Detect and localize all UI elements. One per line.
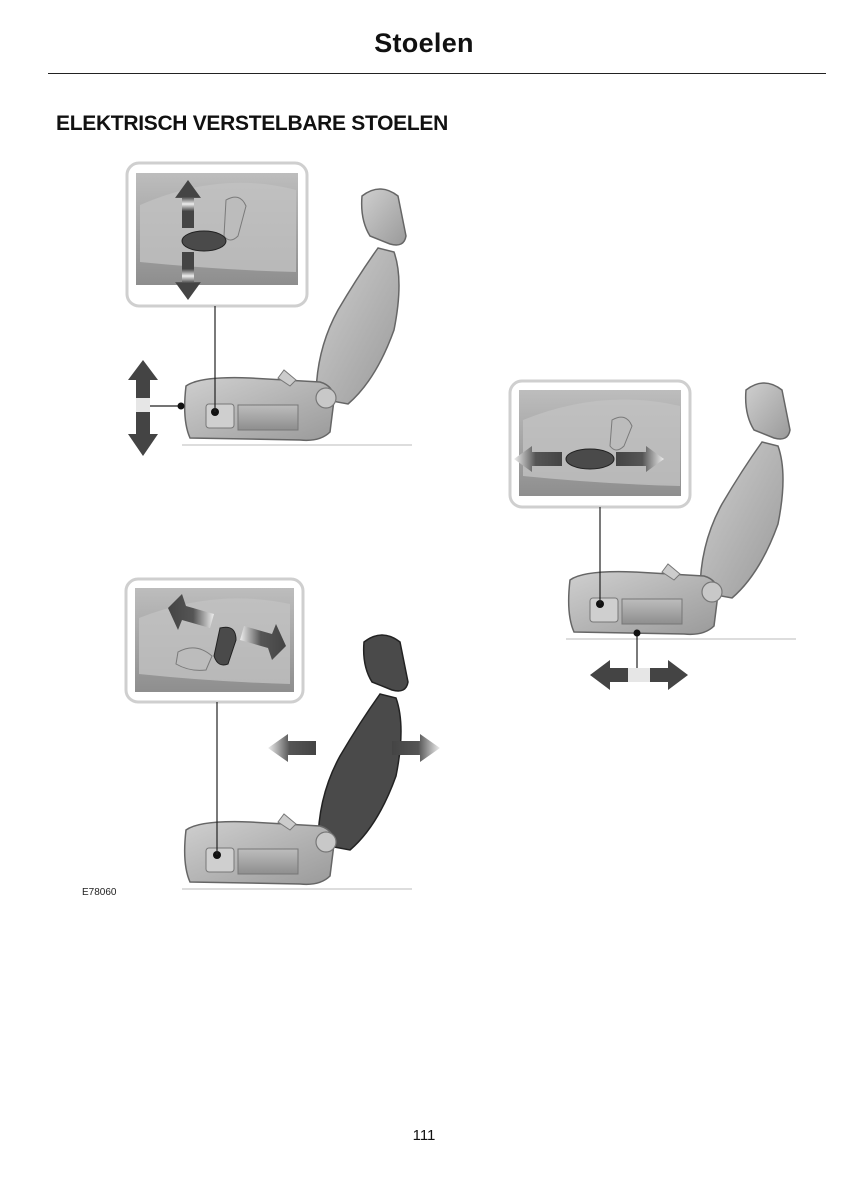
double-arrow-horizontal-icon bbox=[514, 446, 664, 472]
double-arrow-vertical-icon bbox=[175, 180, 201, 300]
seat-fore-aft-illustration bbox=[566, 382, 796, 640]
page-header-title: Stoelen bbox=[374, 28, 474, 58]
seat-recline-illustration bbox=[182, 634, 412, 890]
fore-aft-arrow-icon bbox=[590, 629, 688, 690]
double-arrow-diagonal-icon bbox=[168, 594, 286, 660]
recline-arrow-icon bbox=[268, 734, 440, 762]
page-number: 111 bbox=[412, 1127, 436, 1144]
callout-recline-switch bbox=[124, 577, 305, 855]
seat-height-illustration bbox=[182, 188, 412, 446]
header-divider bbox=[48, 73, 826, 74]
height-arrow-icon bbox=[128, 360, 185, 456]
section-heading: ELEKTRISCH VERSTELBARE STOELEN bbox=[56, 112, 448, 135]
callout-height-switch bbox=[125, 161, 309, 412]
callout-fore-aft-switch bbox=[508, 379, 692, 604]
figure-code: E78060 bbox=[82, 887, 117, 898]
